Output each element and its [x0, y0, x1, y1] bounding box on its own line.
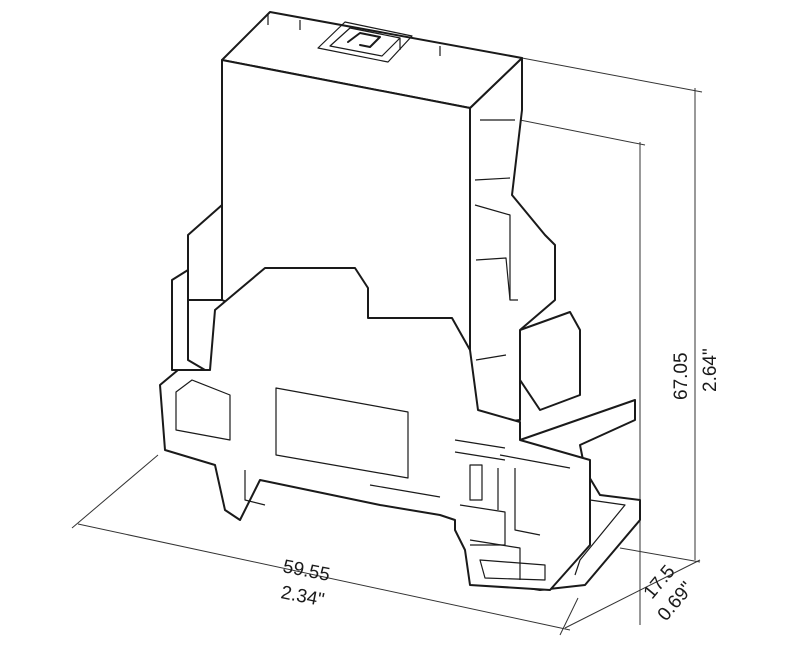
height-mm-label: 67.05 [671, 352, 692, 400]
width-inch-label: 2.34" [279, 582, 326, 611]
left-side-wings [171, 204, 223, 371]
width-mm-label: 59.55 [281, 556, 332, 586]
front-plate [159, 267, 591, 591]
depth-dimension-lines [564, 559, 701, 629]
width-dimension-lines [71, 454, 579, 636]
height-inch-label: 2.64" [700, 348, 721, 392]
